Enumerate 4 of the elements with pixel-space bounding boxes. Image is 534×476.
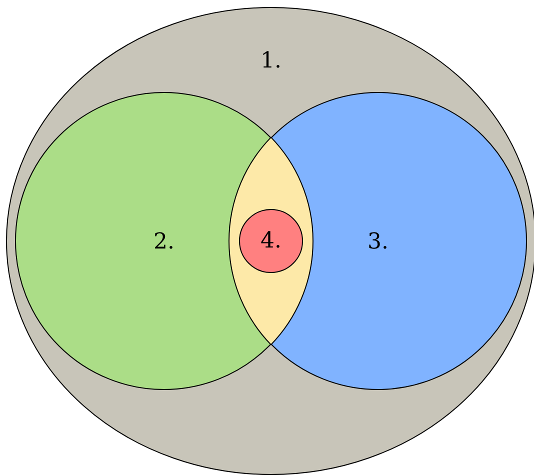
region-label: 4. <box>260 228 282 254</box>
region-label: 3. <box>368 230 388 255</box>
region-label: 2. <box>154 230 174 255</box>
region-label: 1. <box>260 48 282 74</box>
